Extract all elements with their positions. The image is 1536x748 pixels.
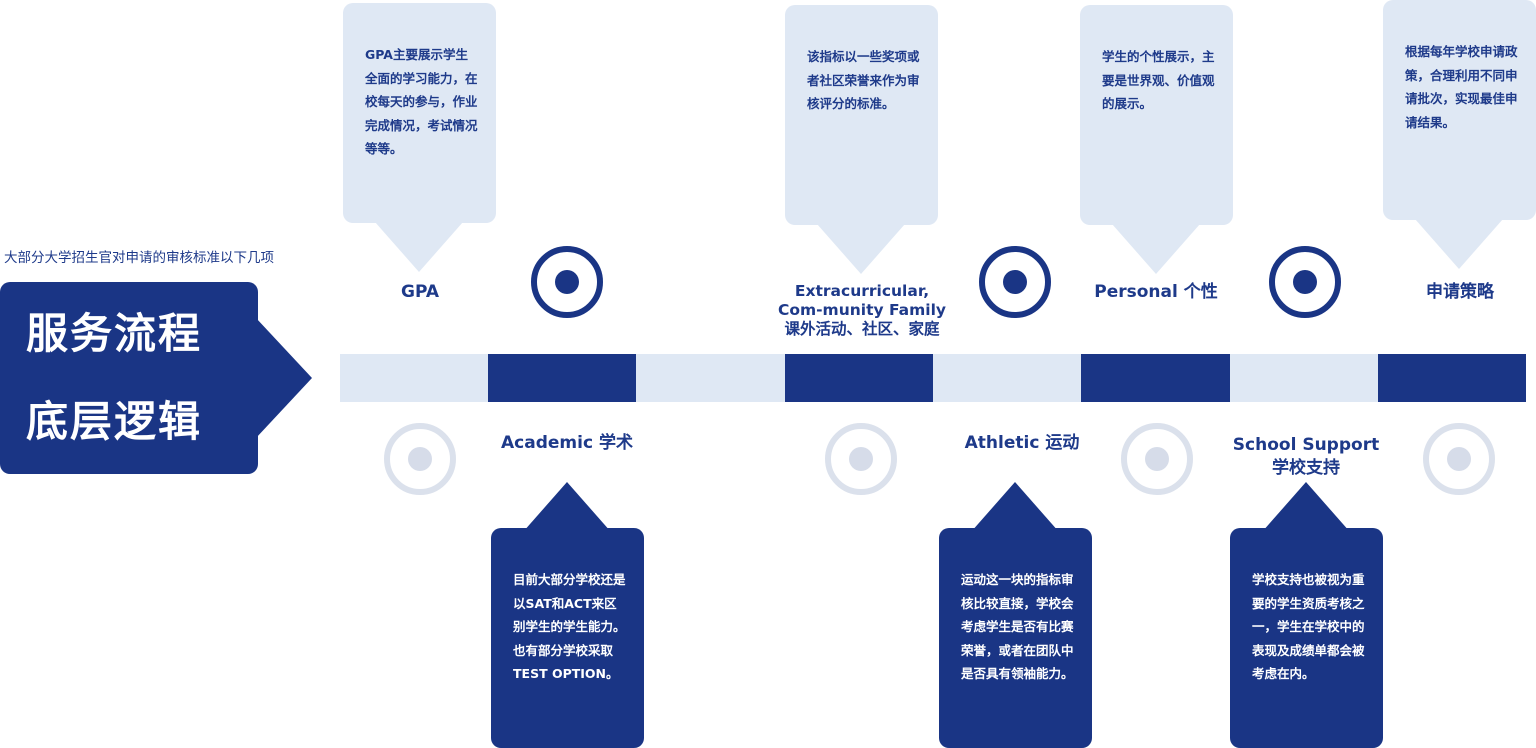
target-icon <box>1269 246 1341 318</box>
target-icon <box>1423 423 1495 495</box>
timeline-segment <box>636 354 785 402</box>
timeline-segment <box>1081 354 1230 402</box>
target-icon <box>1121 423 1193 495</box>
heading-box <box>0 282 258 474</box>
heading-arrow <box>256 318 312 438</box>
school-support-card: 学校支持也被视为重要的学生资质考核之一，学生在学校中的表现及成绩单都会被考虑在内… <box>1230 528 1383 748</box>
timeline-segment <box>340 354 488 402</box>
timeline-segment <box>785 354 933 402</box>
strategy-card-pointer <box>1415 219 1503 269</box>
target-icon <box>531 246 603 318</box>
timeline-segment <box>1230 354 1378 402</box>
academic-label: Academic 学术 <box>501 433 633 453</box>
personal-card: 学生的个性展示，主要是世界观、价值观的展示。 <box>1080 5 1233 225</box>
athletic-card-pointer <box>971 482 1059 532</box>
heading-line-2: 底层逻辑 <box>26 397 203 446</box>
subtitle: 大部分大学招生官对申请的审核标准以下几项 <box>4 250 274 266</box>
timeline-segment <box>933 354 1081 402</box>
target-icon <box>825 423 897 495</box>
target-icon <box>384 423 456 495</box>
academic-card: 目前大部分学校还是以SAT和ACT来区别学生的学生能力。也有部分学校采取TEST… <box>491 528 644 748</box>
strategy-label: 申请策略 <box>1426 282 1494 302</box>
personal-label: Personal 个性 <box>1094 282 1218 302</box>
gpa-label: GPA <box>400 282 439 302</box>
athletic-label: Athletic 运动 <box>964 433 1080 453</box>
strategy-card: 根据每年学校申请政策，合理利用不同申请批次，实现最佳申请结果。 <box>1383 0 1536 220</box>
target-icon <box>979 246 1051 318</box>
athletic-card: 运动这一块的指标审核比较直接，学校会考虑学生是否有比赛荣誉，或者在团队中是否具有… <box>939 528 1092 748</box>
timeline-segment <box>1378 354 1526 402</box>
extracurricular-card-pointer <box>817 224 905 274</box>
heading-line-1: 服务流程 <box>26 309 203 358</box>
school-support-label: School Support 学校支持 <box>1232 435 1380 478</box>
personal-card-pointer <box>1112 224 1200 274</box>
gpa-card: GPA主要展示学生全面的学习能力，在校每天的参与，作业完成情况，考试情况等等。 <box>343 3 496 223</box>
school-support-card-pointer <box>1262 482 1350 532</box>
extracurricular-card: 该指标以一些奖项或者社区荣誉来作为审核评分的标准。 <box>785 5 938 225</box>
academic-card-pointer <box>523 482 611 532</box>
timeline-segment <box>488 354 636 402</box>
gpa-card-pointer <box>375 222 463 272</box>
extracurricular-label: Extracurricular, Com-munity Family 课外活动、… <box>777 282 947 338</box>
